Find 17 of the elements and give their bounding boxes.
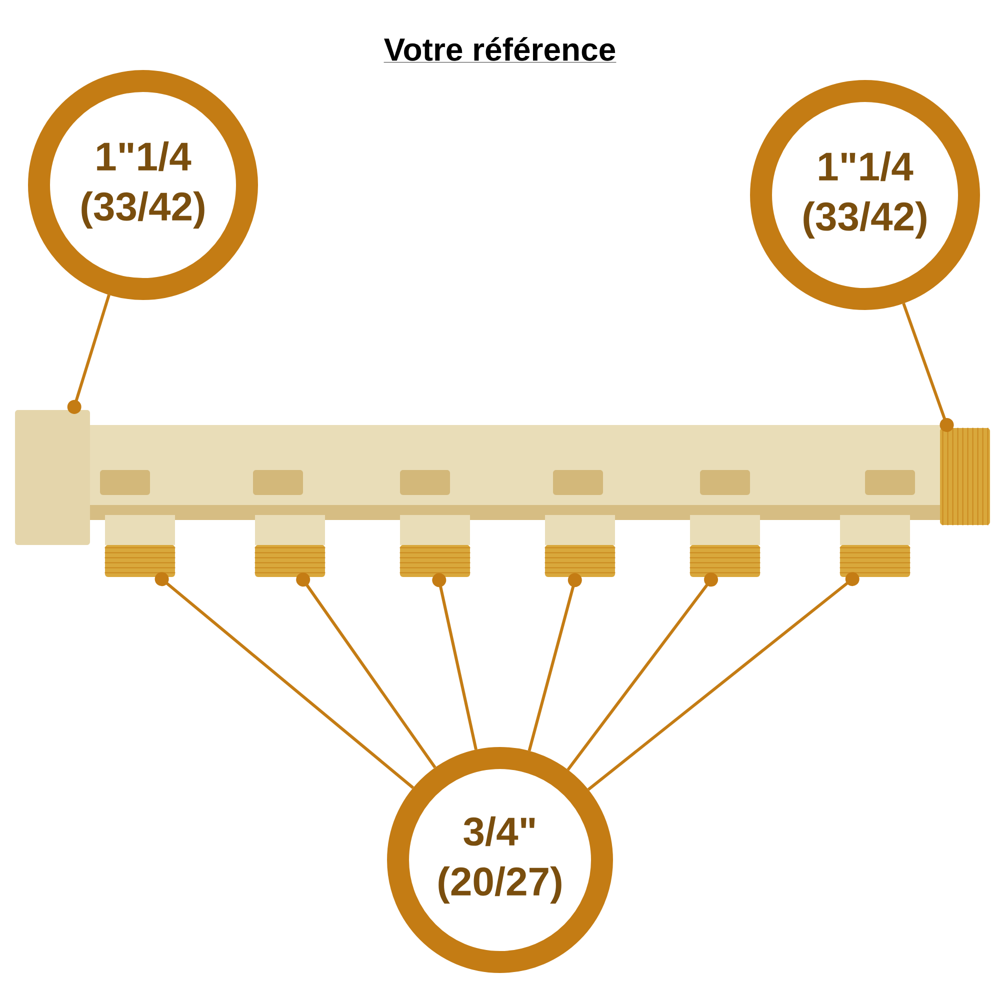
leader-line xyxy=(154,572,414,789)
outlet-thread xyxy=(254,545,326,577)
outlet-thread xyxy=(689,545,761,577)
title: Votre référence xyxy=(384,37,616,62)
leader-line xyxy=(902,302,954,432)
leader-line xyxy=(432,573,478,750)
leader-line xyxy=(528,573,582,752)
thread-end xyxy=(940,427,990,526)
outlet-thread xyxy=(104,545,176,577)
outlet-thread xyxy=(544,545,616,577)
leader-line xyxy=(566,572,718,771)
leader-line xyxy=(67,294,110,414)
outlet-thread xyxy=(839,545,911,577)
leader-line xyxy=(587,572,860,791)
hex-fitting xyxy=(15,410,90,545)
outlet-thread xyxy=(399,545,471,577)
leader-line xyxy=(296,572,436,768)
